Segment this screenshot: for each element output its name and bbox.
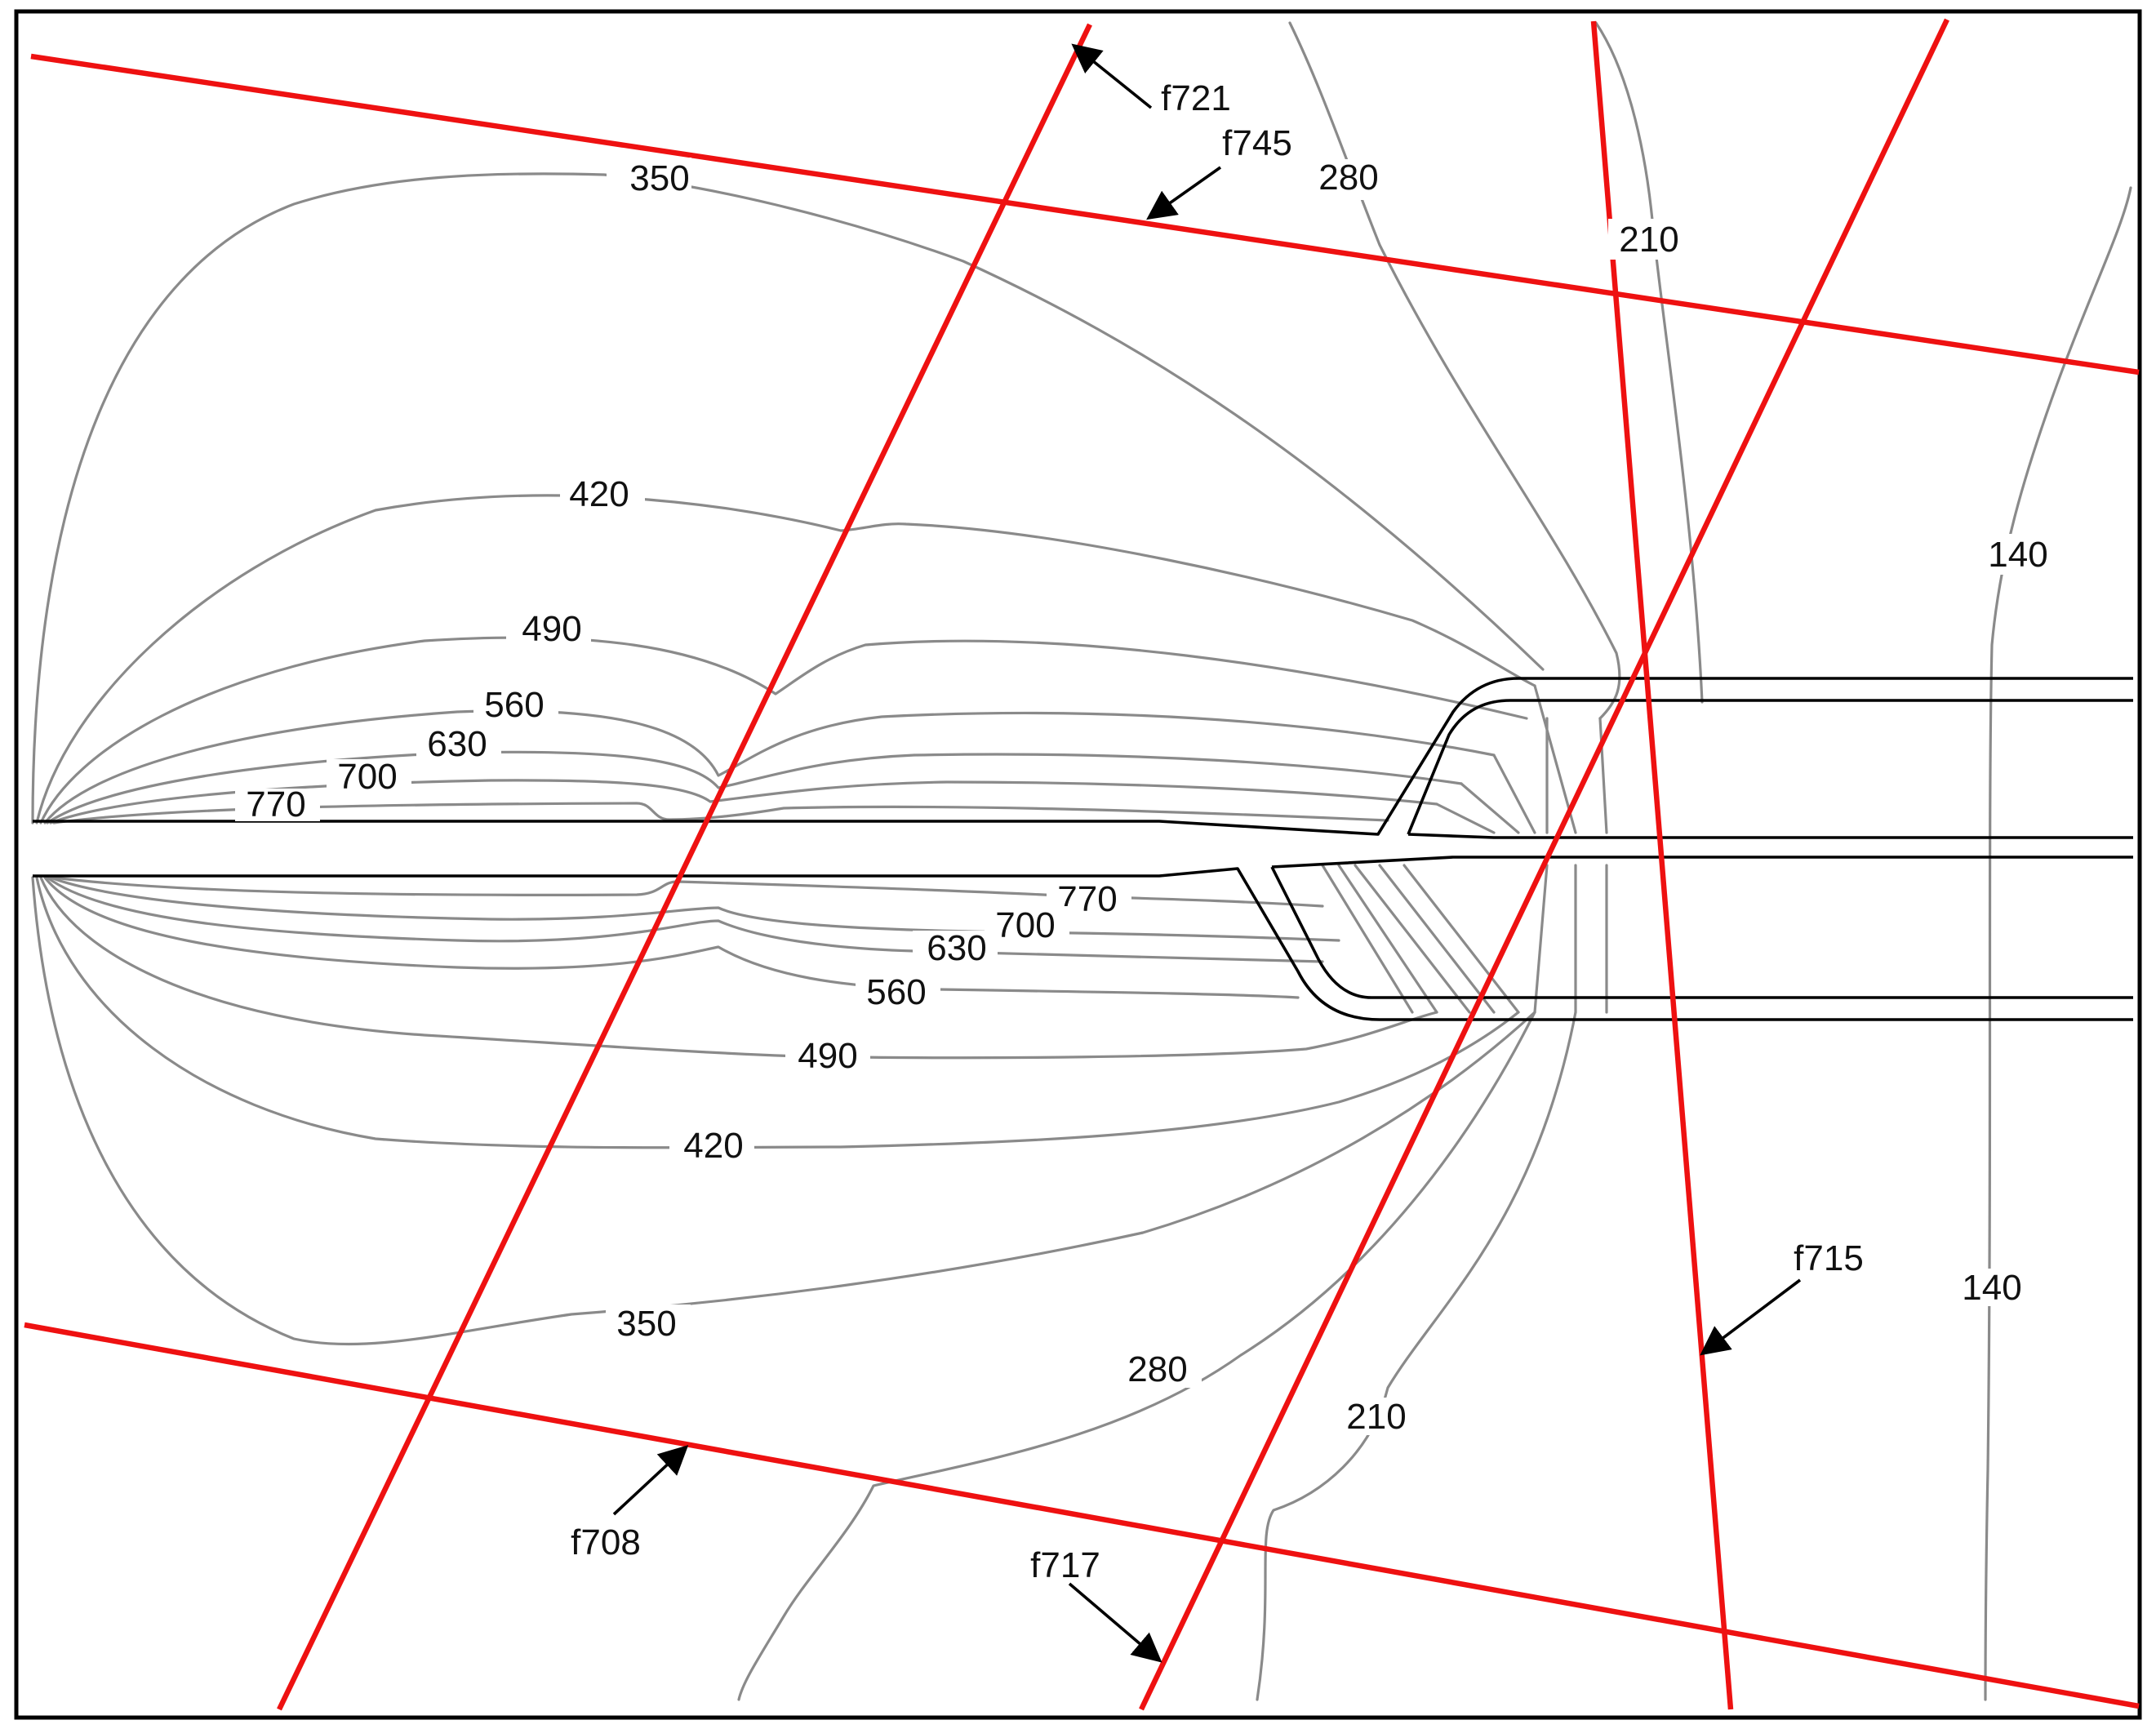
contour-630-upper	[46, 750, 1463, 824]
fault-f721-line	[277, 23, 1092, 1711]
label-700-top: 700	[337, 757, 397, 797]
label-f708: f708	[571, 1522, 641, 1562]
label-700-bottom: 700	[995, 905, 1055, 945]
contour-420-lower	[35, 876, 1520, 1149]
contour-560-lower	[43, 876, 1300, 999]
arrow-f708	[612, 1445, 689, 1516]
contour-490-upper	[39, 636, 1528, 824]
contour-420-upper	[35, 494, 1536, 824]
figure-frame	[14, 9, 2142, 1720]
label-350-top: 350	[629, 158, 689, 198]
contour-280-upper	[1288, 21, 1621, 720]
contour-end-radials	[1321, 684, 1608, 1014]
label-560-bottom: 560	[866, 972, 926, 1012]
contour-350-upper	[31, 172, 1545, 824]
contour-560-upper	[43, 709, 1496, 824]
fault-f715-line	[1590, 20, 1734, 1710]
contour-140	[1984, 186, 2132, 1701]
arrow-f745	[1146, 166, 1222, 220]
label-f717: f717	[1030, 1545, 1100, 1585]
contour-490-lower	[39, 876, 1438, 1060]
label-490-top: 490	[522, 609, 581, 649]
contour-700-lower	[49, 876, 1340, 942]
label-140-upper: 140	[1988, 535, 2047, 575]
arrow-f715	[1700, 1278, 1802, 1356]
label-140-lower: 140	[1962, 1268, 2021, 1308]
fault-lines	[24, 18, 2140, 1711]
label-630-top: 630	[427, 724, 487, 764]
contour-770-lower	[52, 876, 1324, 908]
label-490-bottom: 490	[798, 1036, 857, 1076]
fault-f745-line	[30, 53, 2140, 376]
contour-350-lower	[31, 876, 1536, 1346]
label-350-bottom: 350	[616, 1304, 676, 1344]
label-f721: f721	[1161, 78, 1231, 118]
label-f715: f715	[1794, 1238, 1864, 1278]
label-f745: f745	[1222, 123, 1292, 163]
contour-labels: 350 420 490 560 630 700 770 280 210 140 …	[235, 158, 2064, 1437]
label-770-top: 770	[246, 784, 305, 824]
fault-f708-line	[24, 1322, 2140, 1709]
tube-upper-inner	[1407, 699, 2133, 839]
contour-280-lower	[737, 1011, 1536, 1701]
callout-arrows	[612, 43, 1802, 1663]
arrow-f717	[1068, 1582, 1162, 1663]
arrow-f721	[1071, 43, 1153, 109]
label-210-top: 210	[1619, 220, 1678, 260]
label-420-top: 420	[569, 474, 629, 514]
contour-630-lower	[46, 876, 1324, 963]
fault-f717-line	[1139, 18, 1949, 1711]
label-420-bottom: 420	[683, 1126, 743, 1166]
label-630-bottom: 630	[927, 928, 986, 968]
tube-outlines	[33, 677, 2133, 1021]
label-280-top: 280	[1318, 158, 1378, 198]
tube-lower-inner	[1270, 856, 2133, 999]
label-210-bottom: 210	[1346, 1397, 1406, 1437]
tube-lower-outer	[33, 867, 2133, 1021]
label-560-top: 560	[484, 685, 544, 725]
label-280-bottom: 280	[1127, 1349, 1187, 1389]
tube-upper-outer	[33, 677, 2133, 836]
fault-labels: f721 f745 f715 f708 f717	[571, 78, 1864, 1585]
